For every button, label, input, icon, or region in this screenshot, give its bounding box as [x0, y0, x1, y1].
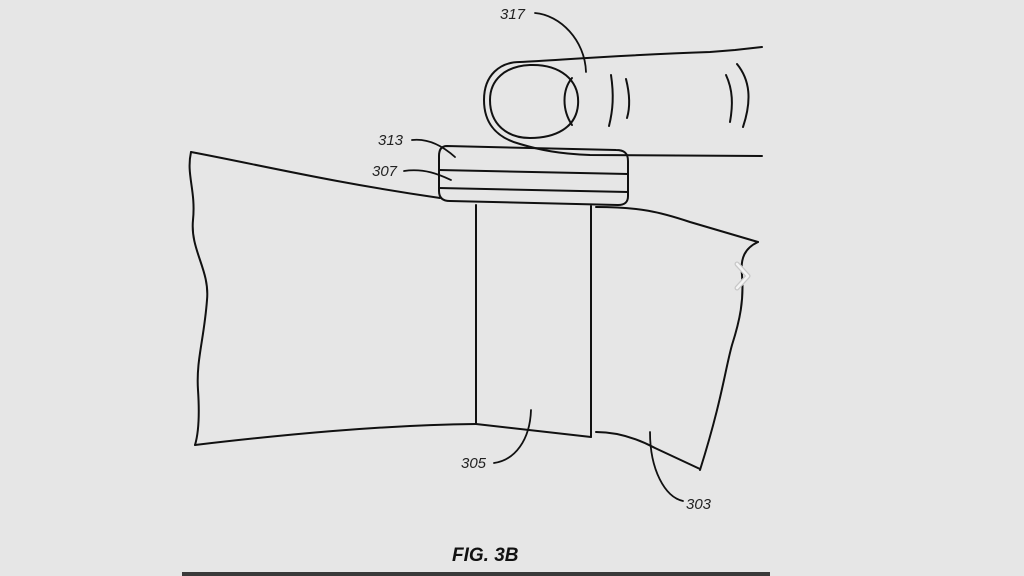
- band: [475, 204, 592, 438]
- leader-lines: [403, 12, 684, 502]
- bottom-bar: [182, 572, 770, 576]
- wrist-outline: [188, 151, 759, 471]
- figure-caption: FIG. 3B: [452, 545, 519, 566]
- finger: [483, 46, 763, 157]
- next-button[interactable]: [728, 258, 756, 294]
- label-303: 303: [686, 496, 712, 513]
- label-307: 307: [372, 163, 398, 180]
- label-305: 305: [461, 455, 487, 472]
- label-317: 317: [500, 6, 526, 23]
- chevron-right-icon: [734, 261, 751, 291]
- label-313: 313: [378, 132, 404, 149]
